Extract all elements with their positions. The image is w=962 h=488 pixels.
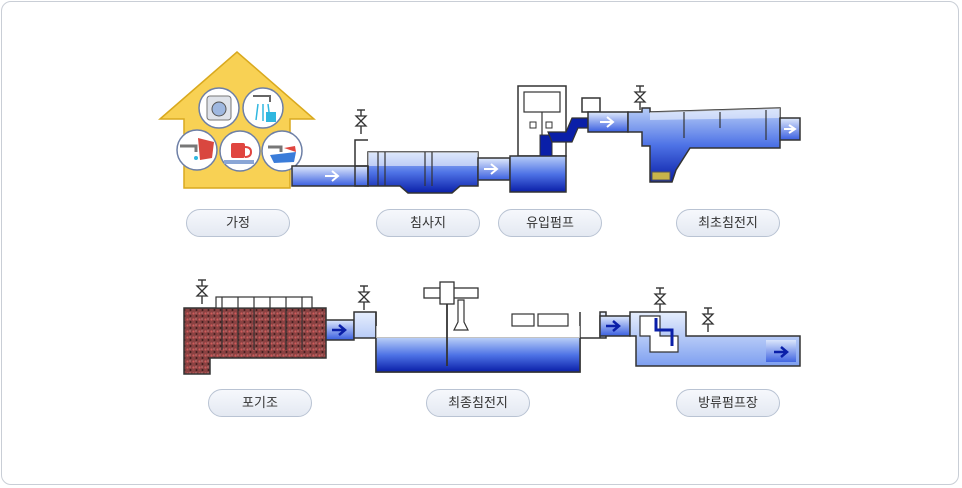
valve-icon: [654, 287, 666, 313]
stage-label-grit-chamber: 침사지: [376, 209, 480, 237]
inflow-pump: [509, 85, 601, 193]
flow-arrow-icon: [484, 163, 499, 175]
sludge-hopper: [651, 171, 671, 181]
washing-machine-icon: [198, 87, 240, 129]
inflow-pipe: [291, 165, 369, 187]
flow-arrow-icon: [606, 320, 621, 332]
flow-arrow-icon: [325, 170, 340, 182]
valve-icon: [702, 307, 714, 333]
house-icon: [157, 51, 317, 189]
valve-icon: [358, 285, 370, 311]
flow-arrow-icon: [774, 346, 789, 358]
cup-icon: [219, 130, 261, 172]
stage-label-aeration-tank: 포기조: [208, 389, 312, 417]
pipe-to-effluent-pump: [599, 315, 631, 337]
primary-clarifier: [627, 85, 801, 183]
stage-label-inflow-pump: 유입펌프: [498, 209, 602, 237]
flow-arrow-icon: [600, 116, 615, 128]
stage-label-effluent-pump-station: 방류펌프장: [676, 389, 780, 417]
pipe-to-final-clarifier: [325, 319, 355, 341]
basin-icon: [261, 130, 303, 172]
valve-icon: [196, 279, 208, 305]
valve-icon: [355, 109, 367, 135]
flow-arrow-icon: [784, 124, 797, 134]
grit-chamber: [354, 109, 479, 194]
effluent-pump-station: [629, 287, 801, 367]
pipe-to-primary-clarifier: [587, 111, 629, 133]
stage-label-final-clarifier: 최종침전지: [426, 389, 530, 417]
flow-arrow-icon: [332, 324, 347, 336]
valve-icon: [634, 85, 646, 111]
pipe-to-inflow-pump: [477, 157, 511, 181]
aeration-tank: [183, 279, 327, 375]
stage-label-household: 가정: [186, 209, 290, 237]
shower-icon: [242, 87, 284, 129]
final-clarifier: [353, 281, 607, 373]
faucet-icon: [176, 129, 218, 171]
stage-label-primary-clarifier: 최초침전지: [676, 209, 780, 237]
